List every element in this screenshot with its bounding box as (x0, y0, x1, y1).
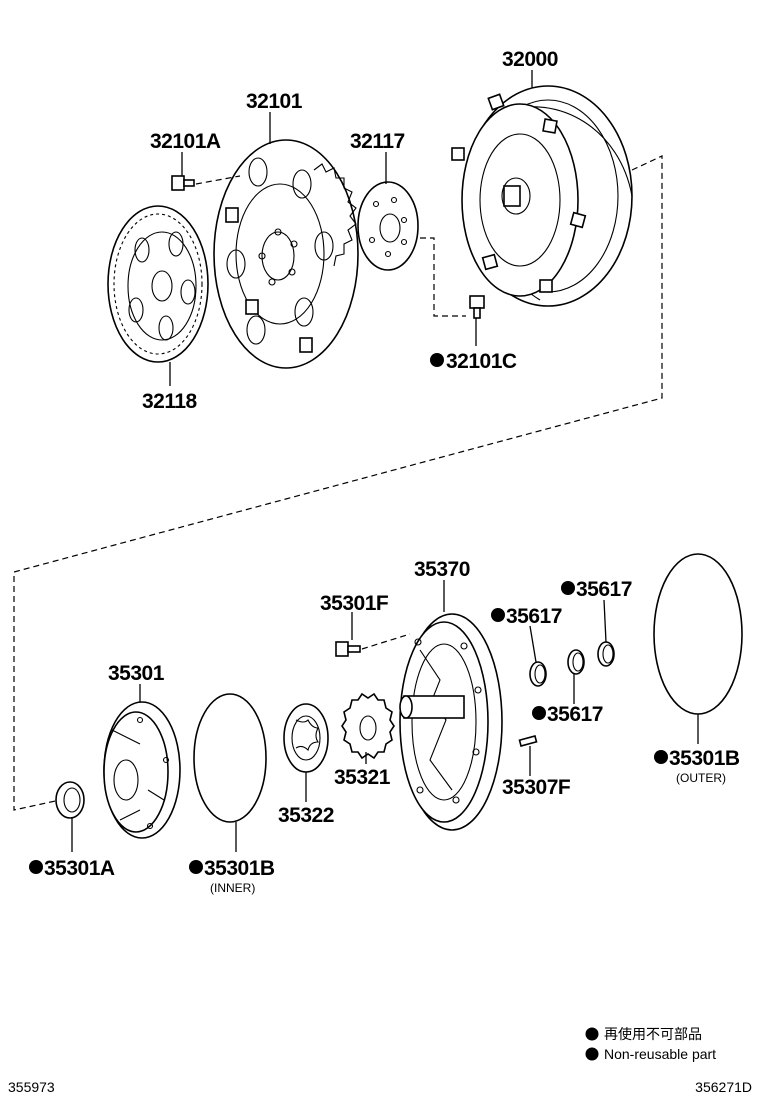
legend: 再使用不可部品 Non-reusable part (585, 1026, 716, 1062)
non-reusable-dot-35301B-inner (189, 860, 203, 874)
pump-body-35370 (399, 613, 503, 831)
label-32101C: 32101C (446, 350, 517, 373)
leader-35617-a (529, 625, 537, 663)
spacer-32117 (357, 181, 419, 271)
label-35301F: 35301F (320, 592, 389, 615)
drive-plate-32101 (213, 139, 359, 369)
legend-dot-japanese (585, 1027, 599, 1041)
label-35307F: 35307F (502, 776, 571, 799)
guide-assembly-axis (13, 155, 663, 811)
non-reusable-dot-35617-b (532, 706, 546, 720)
illustration-id-right: 356271D (695, 1079, 752, 1095)
label-35321: 35321 (334, 766, 391, 789)
label-32117: 32117 (350, 130, 405, 153)
legend-english: Non-reusable part (604, 1046, 716, 1062)
non-reusable-dot-35301A (29, 860, 43, 874)
label-35370: 35370 (414, 558, 470, 581)
torque-converter-32000 (451, 85, 633, 307)
o-ring-outer-35301B (653, 553, 743, 715)
label-35301B-inner: 35301B (204, 857, 275, 880)
leader-35617-c (603, 599, 607, 643)
label-32101: 32101 (246, 90, 303, 113)
o-ring-inner-35301B (193, 693, 267, 823)
oil-seal-35301A (55, 781, 85, 819)
seal-ring-35617-c (597, 641, 615, 667)
guide-32101A (195, 175, 241, 185)
bolt-32101C (469, 295, 485, 319)
illustration-id-left: 355973 (8, 1079, 55, 1095)
drive-gear-35322 (283, 703, 329, 773)
label-35301B-outer: 35301B (669, 747, 740, 770)
non-reusable-dot-35301B-outer (654, 750, 668, 764)
label-35617-c: 35617 (576, 578, 632, 601)
oil-pump-body-35301 (103, 701, 181, 839)
driven-gear-35321 (341, 692, 395, 760)
label-32118: 32118 (142, 390, 198, 413)
sensor-ring-32118 (107, 205, 209, 363)
seal-ring-35617-a (529, 661, 547, 687)
bolt-35301F (335, 641, 361, 657)
legend-dot-english (585, 1047, 599, 1061)
legend-japanese: 再使用不可部品 (604, 1026, 702, 1042)
label-35301A: 35301A (44, 857, 115, 880)
label-35301: 35301 (108, 662, 165, 685)
pin-35307F (518, 735, 538, 747)
label-32101A: 32101A (150, 130, 221, 153)
seal-ring-35617-b (567, 649, 585, 675)
label-35322: 35322 (278, 804, 334, 827)
non-reusable-dot-32101C (430, 353, 444, 367)
note-inner: (INNER) (210, 881, 255, 895)
guide-32101C (420, 237, 466, 317)
bolt-32101A (171, 175, 195, 191)
guide-35301F (361, 633, 411, 650)
note-outer: (OUTER) (676, 771, 726, 785)
label-35617-a: 35617 (506, 605, 562, 628)
non-reusable-dot-35617-a (491, 608, 505, 622)
non-reusable-dot-35617-c (561, 581, 575, 595)
label-32000: 32000 (502, 48, 558, 71)
label-35617-b: 35617 (547, 703, 603, 726)
